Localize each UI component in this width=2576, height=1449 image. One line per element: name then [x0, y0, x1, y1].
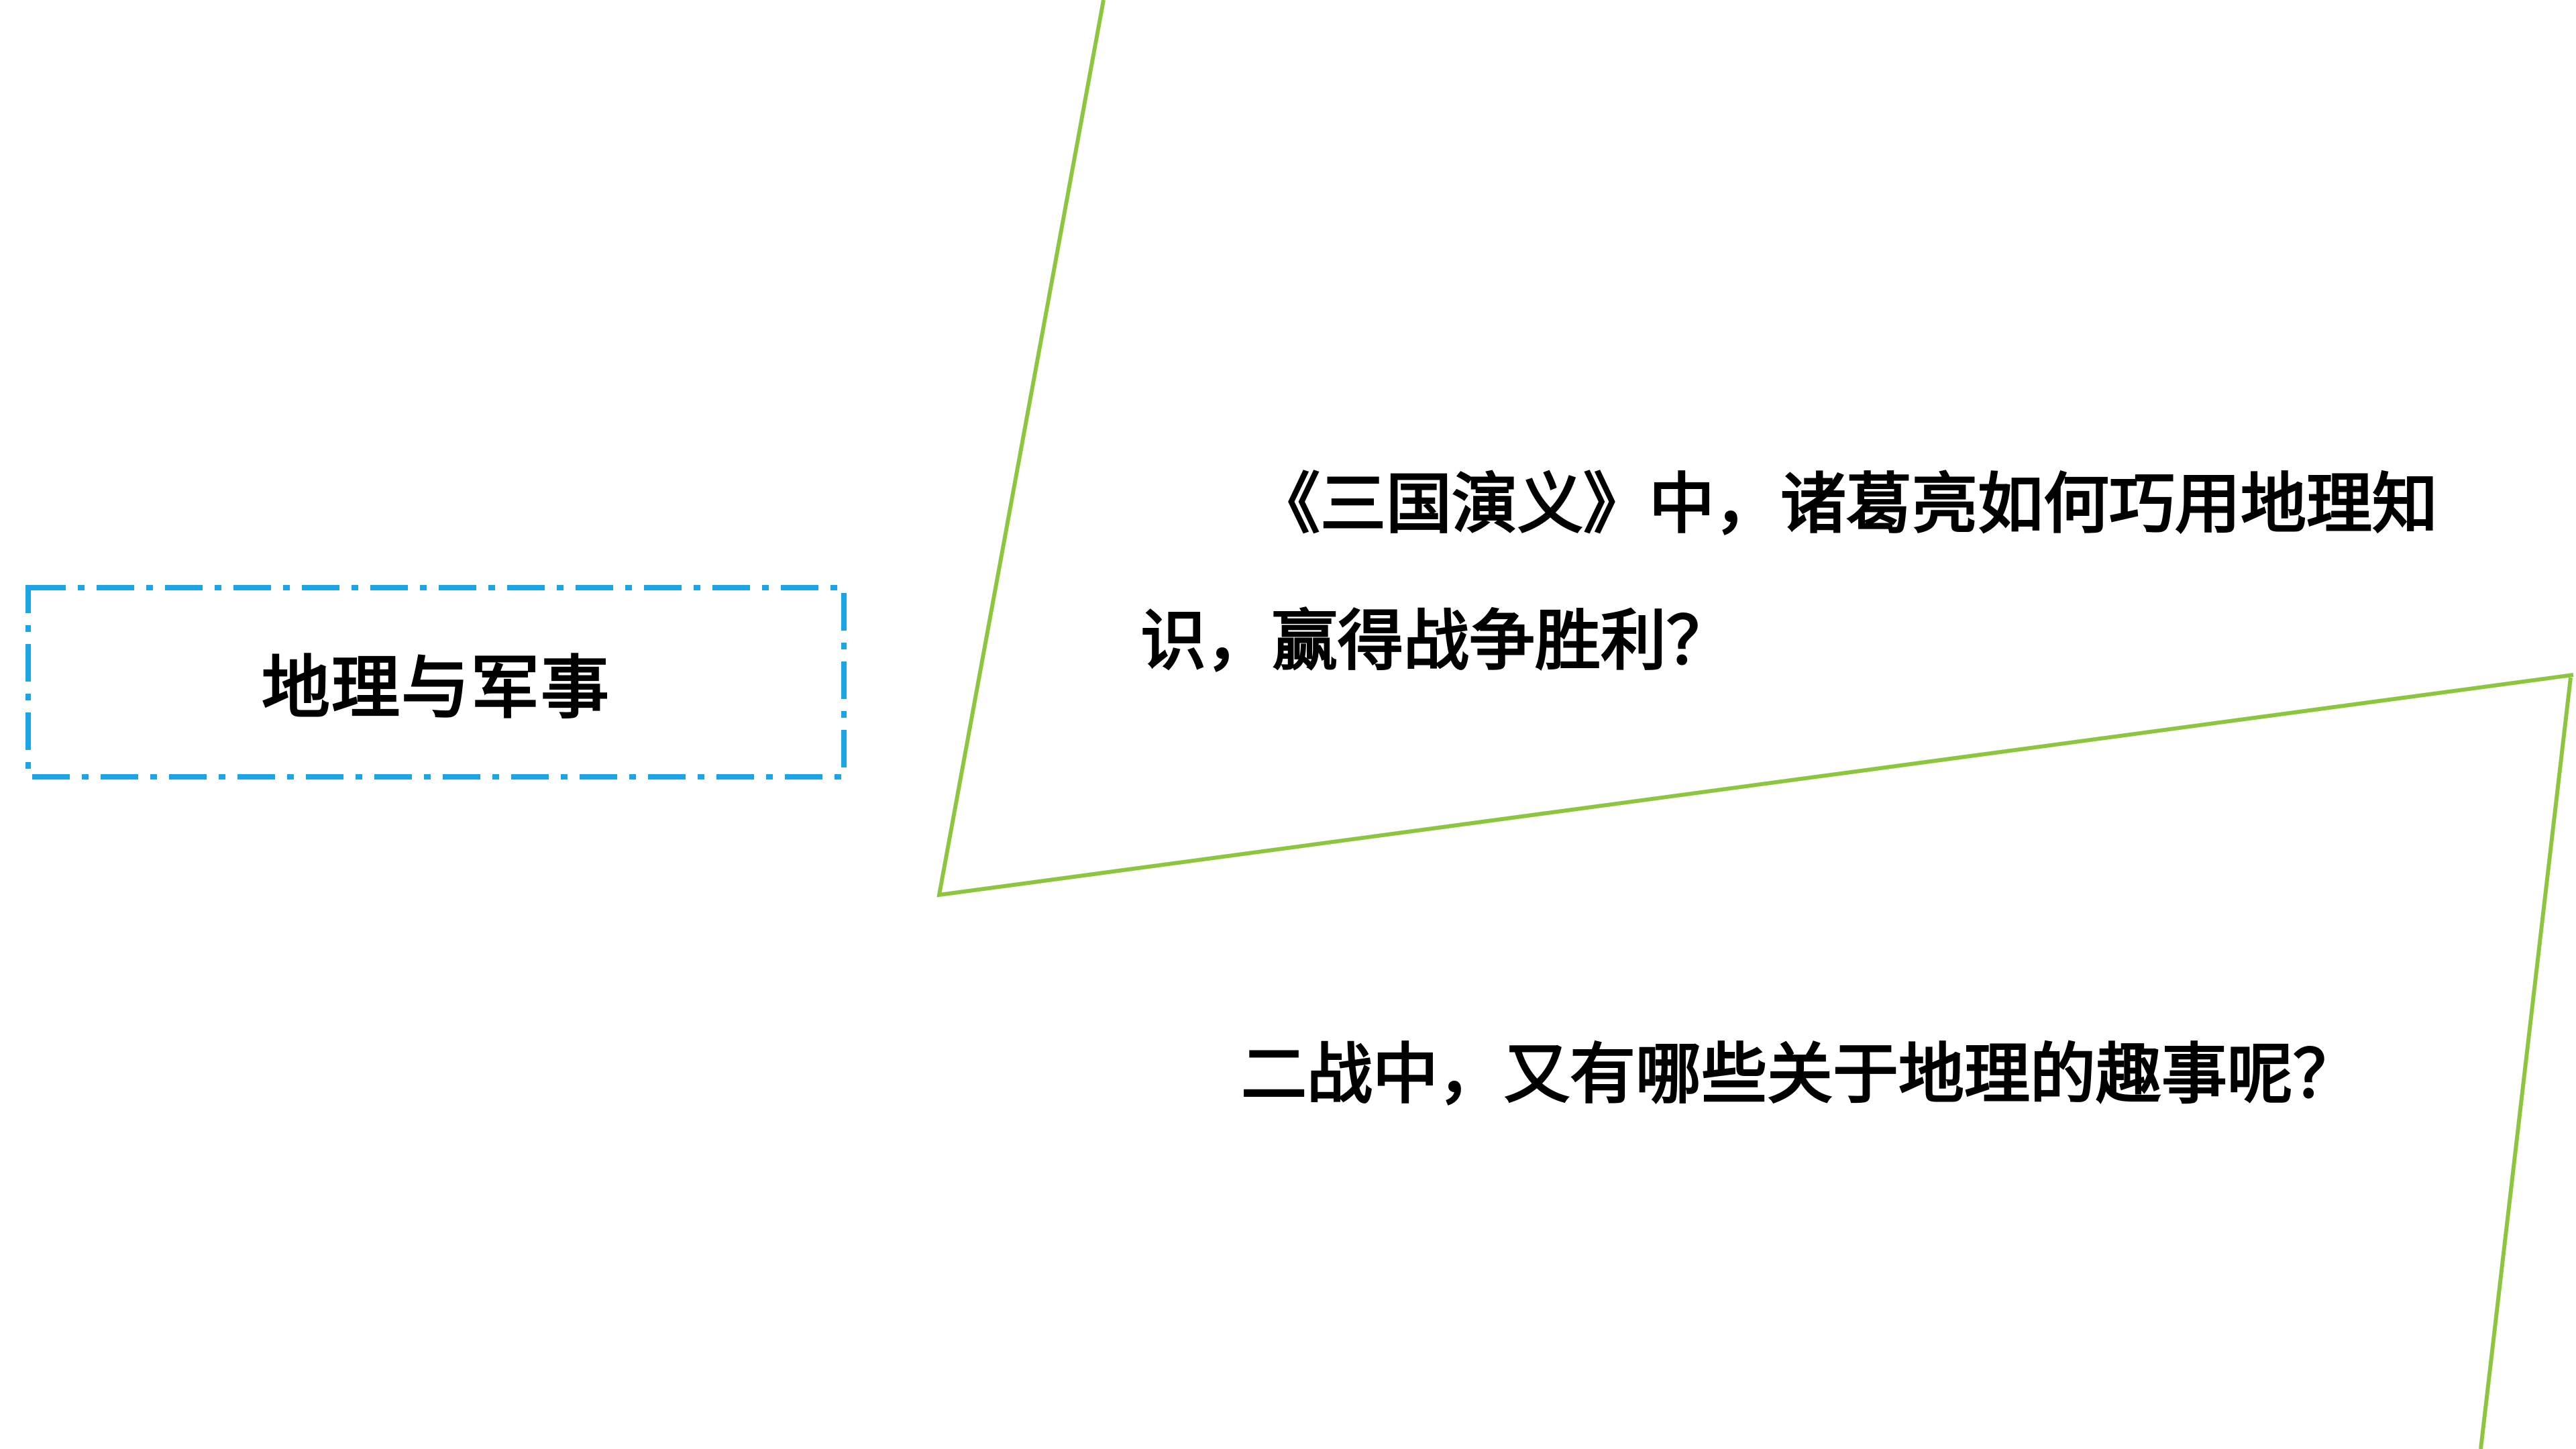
- dash-dot-border: [25, 585, 847, 780]
- title-frame: 地理与军事: [25, 585, 847, 780]
- slide-title: 地理与军事: [262, 648, 610, 729]
- question-three-kingdoms: 《三国演义》中，诸葛亮如何巧用地理知识，赢得战争胜利？: [1140, 466, 2438, 680]
- question-world-war-two: 二战中，又有哪些关于地理的趣事呢？: [1241, 1036, 2359, 1113]
- green-line-upper: [936, 0, 2574, 898]
- green-line-right: [2479, 677, 2573, 1449]
